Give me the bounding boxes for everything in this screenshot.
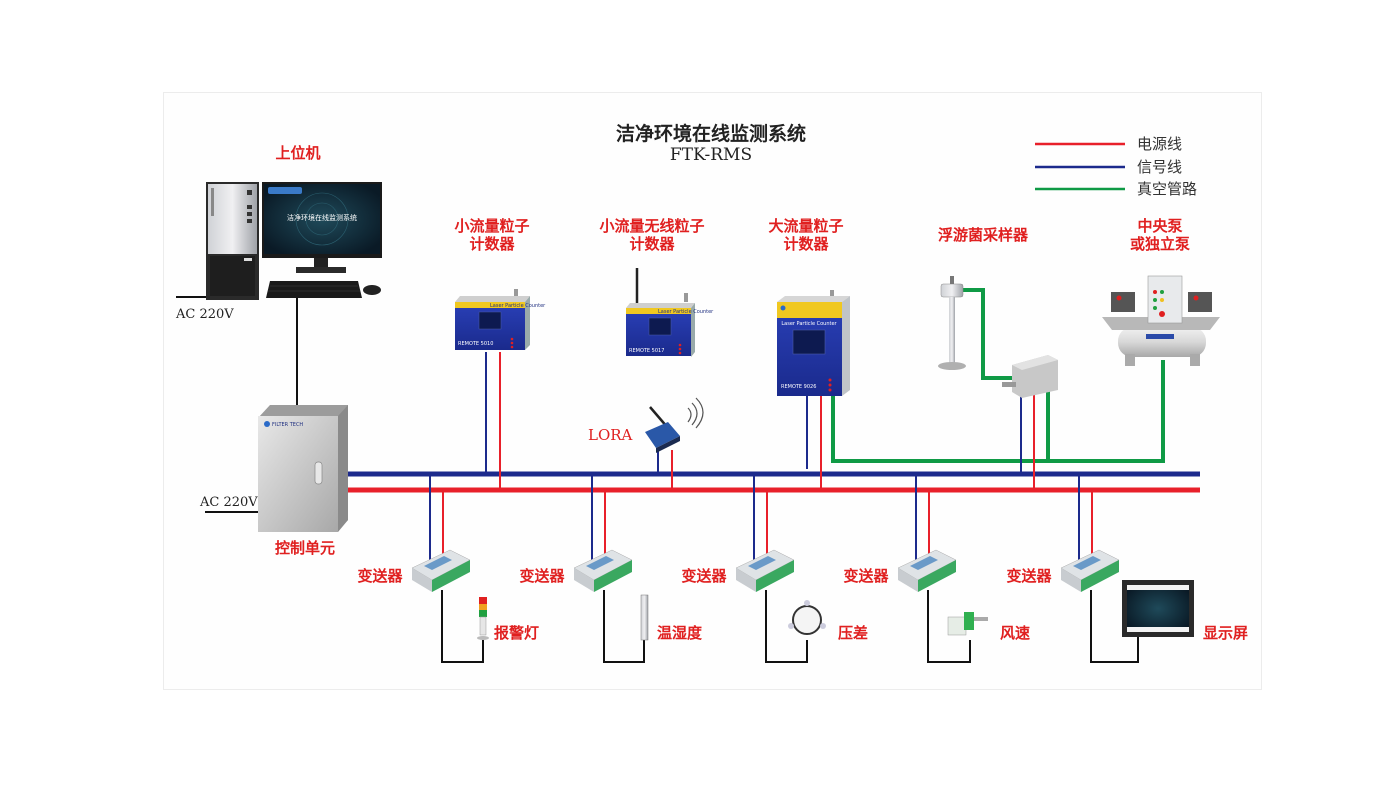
- sampler-pump-icon: [1002, 355, 1058, 398]
- sampler-label: 浮游菌采样器: [938, 226, 1029, 244]
- transmitter-module-icon: [573, 549, 633, 592]
- legend-power-label: 电源线: [1137, 135, 1182, 153]
- lora-label: LORA: [588, 426, 633, 444]
- large-particle-counter[interactable]: 大流量粒子 计数器 Laser Particle Counter REMOTE …: [768, 217, 850, 396]
- lora-device-icon: [645, 422, 680, 448]
- temp-humidity-sensor-icon: [640, 594, 649, 641]
- legend: 电源线 信号线 真空管路: [1035, 135, 1197, 198]
- lora-gateway[interactable]: LORA: [588, 397, 704, 453]
- airborne-bacteria-sampler[interactable]: 浮游菌采样器: [938, 226, 1058, 398]
- wireless-counter-panel-text: Laser Particle Counter: [658, 309, 714, 315]
- control-unit-label: 控制单元: [275, 539, 335, 557]
- large-counter-model: REMOTE 9026: [781, 384, 816, 390]
- control-unit[interactable]: FILTER TECH AC 220V 控制单元: [199, 405, 348, 557]
- control-brand: FILTER TECH: [272, 422, 303, 428]
- transmitter-module-icon: [897, 549, 957, 592]
- control-cabinet-icon: [258, 416, 338, 532]
- legend-signal-label: 信号线: [1137, 158, 1182, 176]
- transmitter-label: 变送器: [843, 567, 889, 585]
- air-velocity-sensor-icon: [947, 612, 988, 636]
- large-counter-panel-text: Laser Particle Counter: [781, 321, 837, 327]
- transmitter-label: 变送器: [357, 567, 403, 585]
- diagram-title: 洁净环境在线监测系统: [616, 122, 806, 145]
- pc-screen-text: 洁净环境在线监测系统: [287, 213, 357, 222]
- transmitter-sensor-wire: [927, 590, 971, 663]
- transmitter-module-icon: [411, 549, 471, 592]
- large-counter-label-2: 计数器: [783, 235, 829, 253]
- keyboard-icon: [266, 281, 362, 298]
- sensor-label: 风速: [1000, 624, 1030, 642]
- sensor-label: 显示屏: [1203, 624, 1248, 642]
- legend-vacuum-label: 真空管路: [1137, 180, 1197, 198]
- alarm-light-icon: [477, 597, 489, 640]
- diagram-subtitle: FTK-RMS: [670, 145, 752, 165]
- transmitter-sensor-wire: [765, 590, 808, 663]
- pc-monitor-icon: 洁净环境在线监测系统: [262, 182, 382, 273]
- transmitter-sensor-wire: [603, 590, 645, 663]
- transmitter-label: 变送器: [681, 567, 727, 585]
- wireless-particle-counter[interactable]: 小流量无线粒子 计数器 Laser Particle Counter REMOT…: [599, 217, 714, 357]
- pc-tower-icon: [206, 182, 259, 300]
- transmitter-module-icon: [1060, 549, 1120, 592]
- sensor-label: 压差: [838, 624, 868, 642]
- pc-power-label: AC 220V: [175, 307, 234, 322]
- cabinet-handle-icon: [314, 461, 323, 485]
- vacuum-pump[interactable]: 中央泵 或独立泵: [1102, 217, 1220, 366]
- small-counter-panel-text: Laser Particle Counter: [490, 303, 546, 309]
- pump-label-2: 或独立泵: [1130, 235, 1190, 253]
- wireless-counter-label-2: 计数器: [629, 235, 675, 253]
- vacuum-pipe-sampler-head: [963, 288, 1020, 380]
- small-counter-label-2: 计数器: [469, 235, 515, 253]
- mouse-icon: [363, 285, 381, 295]
- small-particle-counter[interactable]: 小流量粒子 计数器 Laser Particle Counter REMOTE …: [454, 217, 546, 350]
- pump-icon: [1102, 275, 1220, 366]
- wireless-counter-label-1: 小流量无线粒子: [599, 217, 704, 235]
- small-counter-model: REMOTE 5010: [458, 341, 493, 347]
- wiring: [176, 288, 1200, 663]
- host-pc-label: 上位机: [275, 144, 320, 162]
- host-pc[interactable]: 上位机 洁净环境在线监测系统: [175, 144, 382, 322]
- pump-label-1: 中央泵: [1137, 217, 1182, 235]
- display-screen-icon: [1122, 580, 1194, 637]
- wireless-counter-model: REMOTE 5017: [629, 348, 664, 354]
- transmitter-sensor-wire: [1090, 590, 1139, 663]
- transmitter-label: 变送器: [1006, 567, 1052, 585]
- wireless-signal-icon: [687, 397, 704, 429]
- pressure-gauge-icon: [788, 600, 826, 635]
- sensor-label: 温湿度: [657, 624, 703, 642]
- sensor-label: 报警灯: [494, 624, 539, 642]
- sampler-head-icon: [938, 276, 966, 370]
- large-counter-label-1: 大流量粒子: [768, 217, 843, 235]
- transmitter-label: 变送器: [519, 567, 565, 585]
- vacuum-pipe-main: [831, 360, 1165, 463]
- small-counter-label-1: 小流量粒子: [454, 217, 529, 235]
- transmitter-module-icon: [735, 549, 795, 592]
- transmitter-sensor-wire: [441, 590, 484, 663]
- control-power-label: AC 220V: [199, 495, 258, 510]
